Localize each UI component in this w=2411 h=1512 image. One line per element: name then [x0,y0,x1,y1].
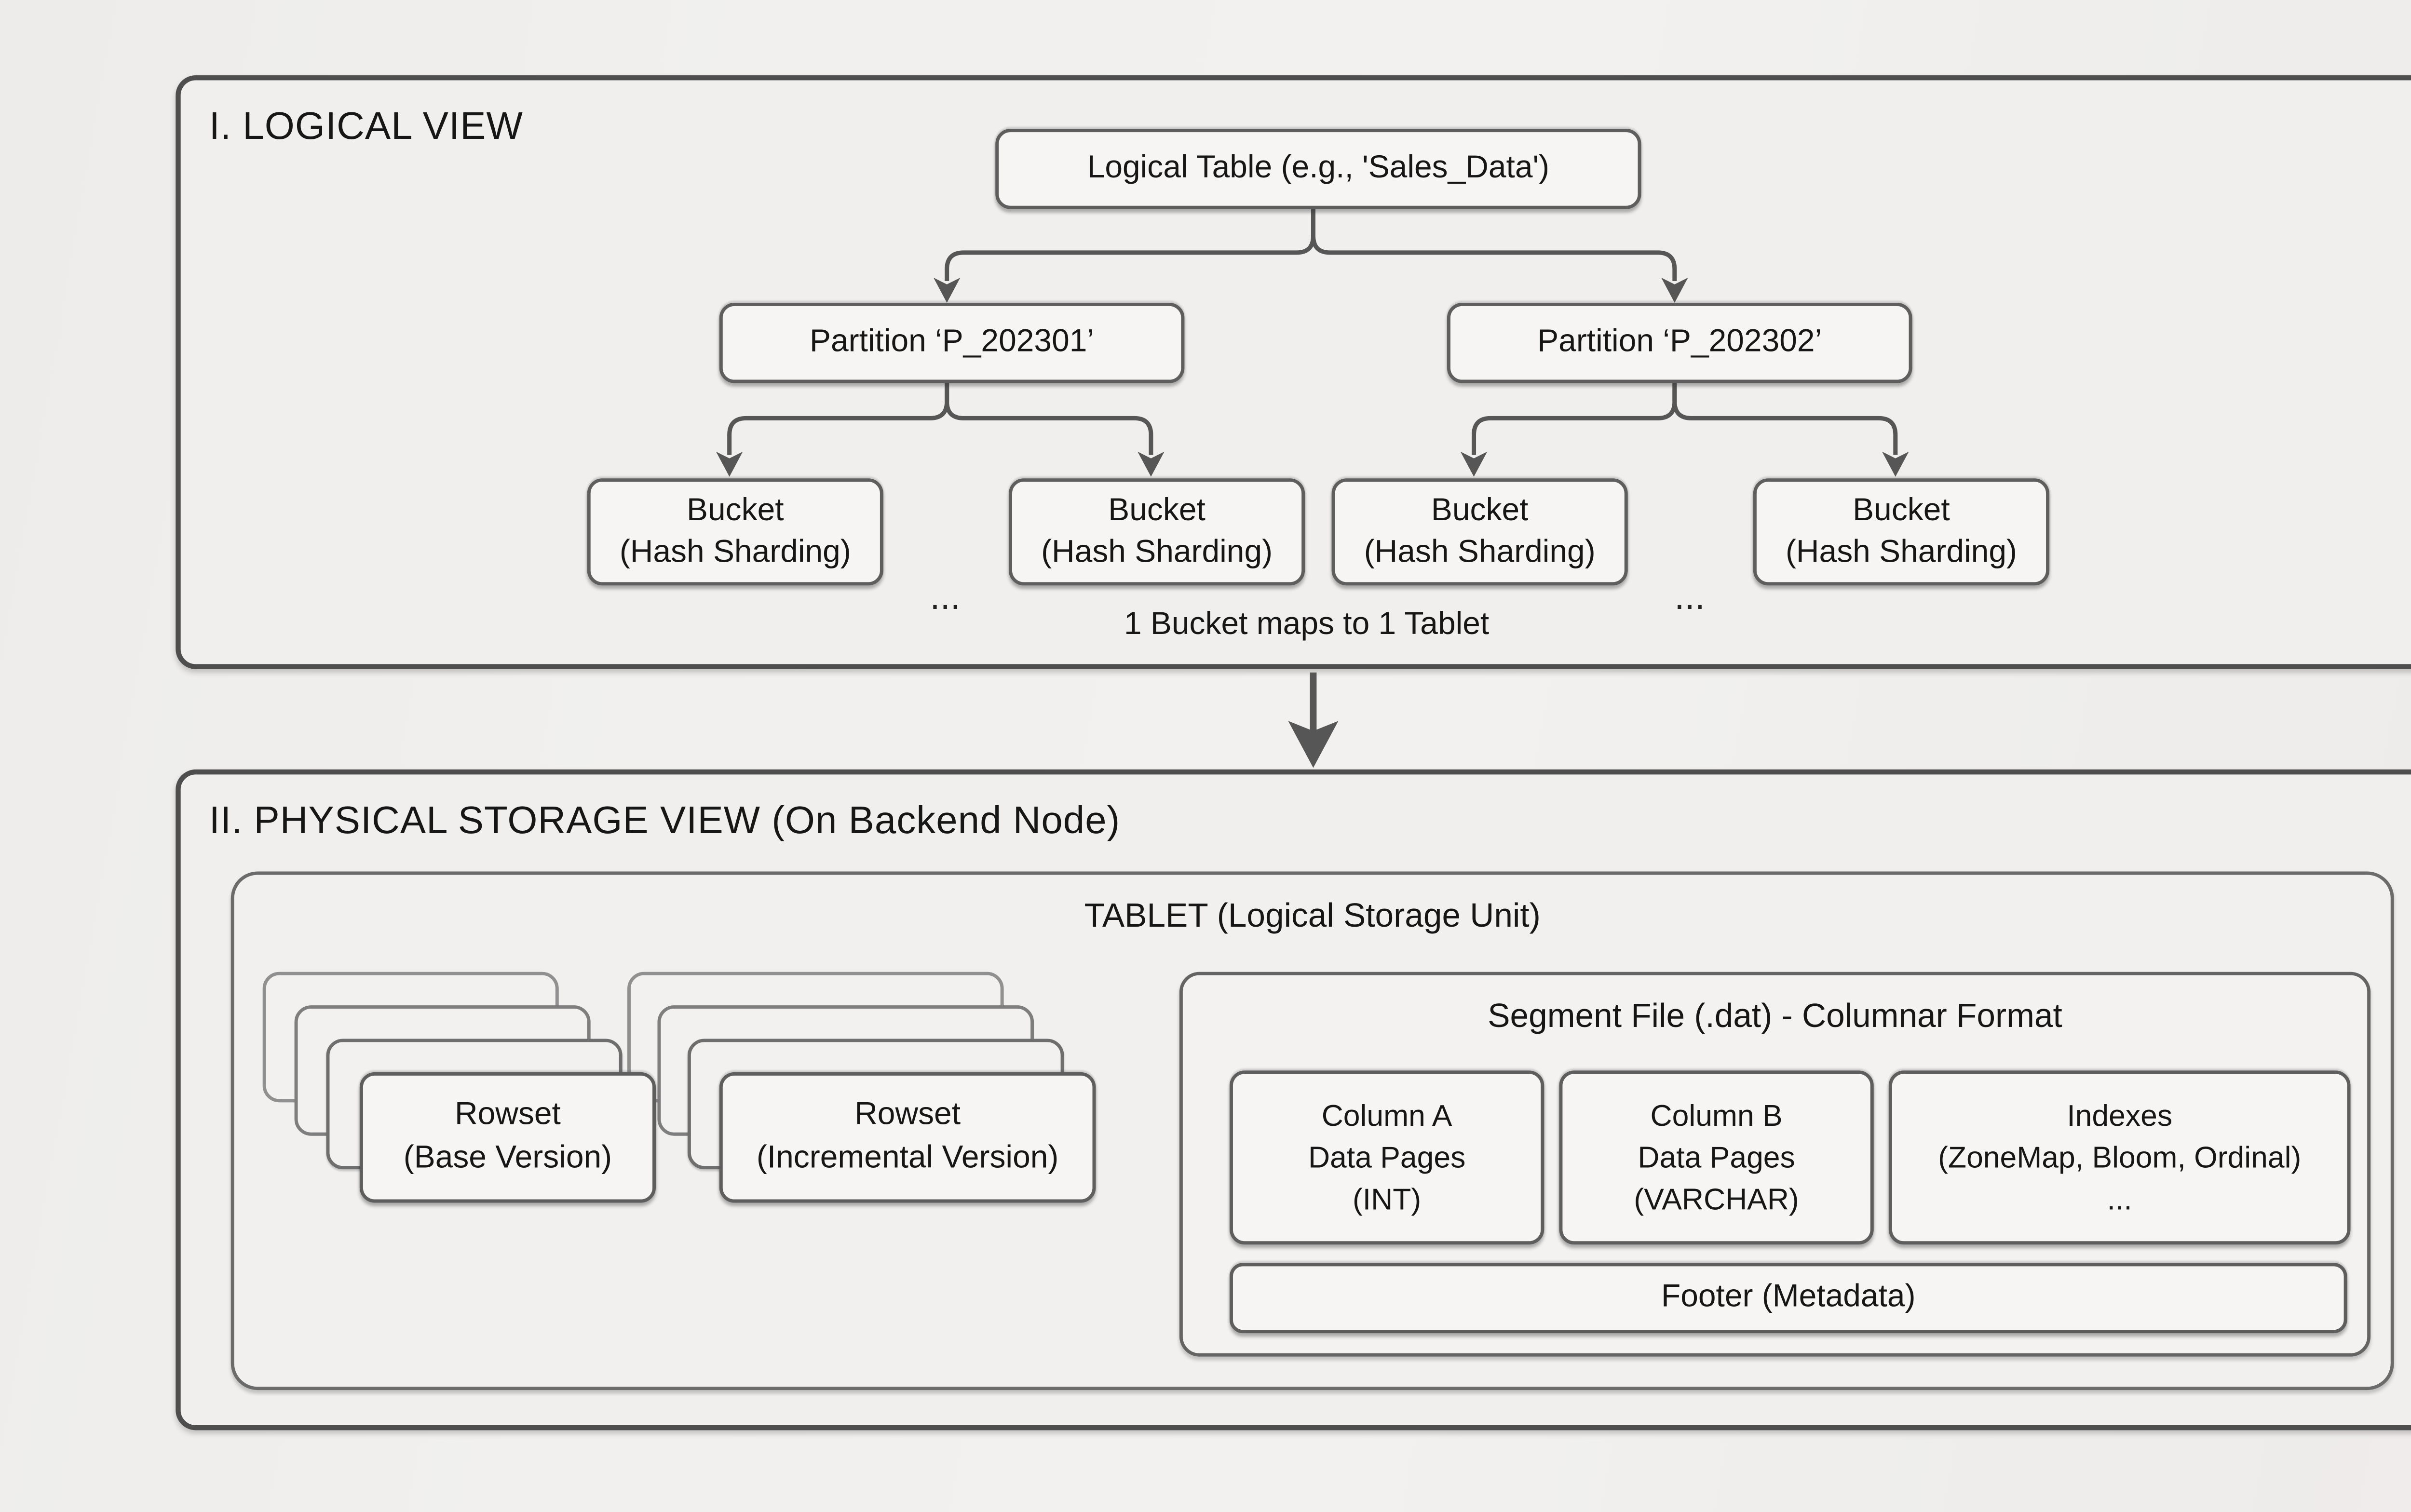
partition-2-label: Partition ‘P_202302’ [1537,324,1822,360]
bucket-tablet-caption: 1 Bucket maps to 1 Tablet [1124,607,1490,643]
bucket-4-line1: Bucket [1853,493,1950,529]
footer-metadata-label: Footer (Metadata) [1661,1280,1916,1315]
bucket-2-line1: Bucket [1108,493,1206,529]
bucket-node-4: Bucket (Hash Sharding) [1753,478,2050,586]
tablet-container: TABLET (Logical Storage Unit) Rowset (Ba… [230,871,2394,1390]
indexes-line2: (ZoneMap, Bloom, Ordinal) [1938,1140,2302,1174]
column-a-line2: Data Pages [1308,1140,1466,1174]
column-a-node: Column A Data Pages (INT) [1230,1070,1544,1245]
segment-file-title: Segment File (.dat) - Columnar Format [1488,999,2062,1036]
rowset-incremental-line1: Rowset [854,1097,961,1133]
logical-view-section: I. LOGICAL VIEW Logical Table (e.g., 'Sa… [176,75,2411,669]
segment-file-container: Segment File (.dat) - Columnar Format Co… [1179,972,2371,1357]
rowset-base-node: Rowset (Base Version) [359,1072,656,1203]
tablet-title: TABLET (Logical Storage Unit) [1084,898,1541,935]
partition-1-label: Partition ‘P_202301’ [810,324,1095,360]
rowset-incremental-line2: (Incremental Version) [756,1141,1059,1176]
physical-view-section: II. PHYSICAL STORAGE VIEW (On Backend No… [176,769,2411,1431]
bucket-3-line2: (Hash Sharding) [1364,535,1596,571]
column-b-node: Column B Data Pages (VARCHAR) [1559,1070,1874,1245]
column-b-line3: (VARCHAR) [1634,1182,1799,1215]
logical-table-node: Logical Table (e.g., 'Sales_Data') [995,129,1641,209]
ellipsis-buckets-left: ... [930,575,961,618]
rowset-base-line2: (Base Version) [403,1141,612,1176]
bucket-4-line2: (Hash Sharding) [1785,535,2017,571]
rowset-incremental-node: Rowset (Incremental Version) [719,1072,1096,1203]
partition-node-1: Partition ‘P_202301’ [719,302,1185,383]
rowset-base-line1: Rowset [455,1097,561,1133]
bucket-3-line1: Bucket [1431,493,1529,529]
column-b-line2: Data Pages [1638,1140,1795,1174]
indexes-line1: Indexes [2067,1098,2173,1132]
bucket-1-line1: Bucket [687,493,784,529]
logical-table-label: Logical Table (e.g., 'Sales_Data') [1087,150,1550,186]
column-b-line1: Column B [1650,1098,1783,1132]
ellipsis-buckets-right: ... [1674,575,1705,618]
bucket-node-2: Bucket (Hash Sharding) [1009,478,1305,586]
arrowhead-physical-view [1288,721,1339,768]
logical-view-title: I. LOGICAL VIEW [209,104,523,148]
physical-view-title: II. PHYSICAL STORAGE VIEW (On Backend No… [209,797,1121,842]
partition-node-2: Partition ‘P_202302’ [1447,302,1912,383]
bucket-1-line2: (Hash Sharding) [619,535,851,571]
column-a-line1: Column A [1321,1098,1452,1132]
indexes-node: Indexes (ZoneMap, Bloom, Ordinal) ... [1888,1070,2351,1245]
indexes-line3: ... [2107,1182,2132,1215]
bucket-node-3: Bucket (Hash Sharding) [1331,478,1628,586]
bucket-2-line2: (Hash Sharding) [1041,535,1273,571]
footer-metadata-node: Footer (Metadata) [1230,1263,2347,1334]
bucket-node-1: Bucket (Hash Sharding) [587,478,883,586]
column-a-line3: (INT) [1353,1182,1422,1215]
